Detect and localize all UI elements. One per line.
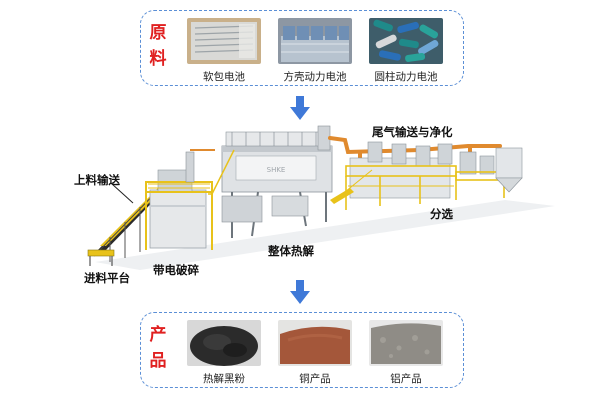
prismatic-battery-image xyxy=(278,18,352,64)
products-title: 产品 xyxy=(149,325,167,371)
aluminum-product-label: 铝产品 xyxy=(390,373,422,385)
cylindrical-battery-image xyxy=(369,18,443,64)
feed-conveyor-label: 上料输送 xyxy=(74,173,120,187)
pouch-battery-image xyxy=(187,18,261,64)
pyrolysis-kiln: SHKE xyxy=(208,125,333,238)
exhaust-label: 尾气输送与净化 xyxy=(372,125,453,139)
shredding-label: 带电破碎 xyxy=(153,263,199,277)
down-arrow-icon xyxy=(290,280,310,304)
prismatic-battery-label: 方壳动力电池 xyxy=(283,71,347,83)
products-panel: 产品 热解黑粉 铜产品 铝产品 xyxy=(140,312,464,388)
copper-product-image xyxy=(278,320,352,366)
black-mass-image xyxy=(187,320,261,366)
down-arrow-icon xyxy=(290,96,310,120)
black-mass-label: 热解黑粉 xyxy=(203,373,245,385)
aluminum-product-image xyxy=(369,320,443,366)
cylindrical-battery-label: 圆柱动力电池 xyxy=(374,71,438,83)
raw-materials-title: 原料 xyxy=(149,23,167,69)
pouch-battery-label: 软包电池 xyxy=(203,71,245,83)
shredder-unit xyxy=(145,149,215,250)
sorting-section xyxy=(330,141,523,210)
feed-conveyor-pointer xyxy=(111,183,134,204)
feed-platform-label: 进料平台 xyxy=(84,271,130,285)
furnace-plate-text: SHKE xyxy=(267,166,286,174)
copper-product-label: 铜产品 xyxy=(299,373,331,385)
raw-materials-panel: 原料 软包电池 方壳动力电池 xyxy=(140,10,464,86)
sorting-label: 分选 xyxy=(430,207,453,221)
process-line-illustration: SHKE xyxy=(87,125,555,270)
pyrolysis-label: 整体热解 xyxy=(268,244,314,258)
